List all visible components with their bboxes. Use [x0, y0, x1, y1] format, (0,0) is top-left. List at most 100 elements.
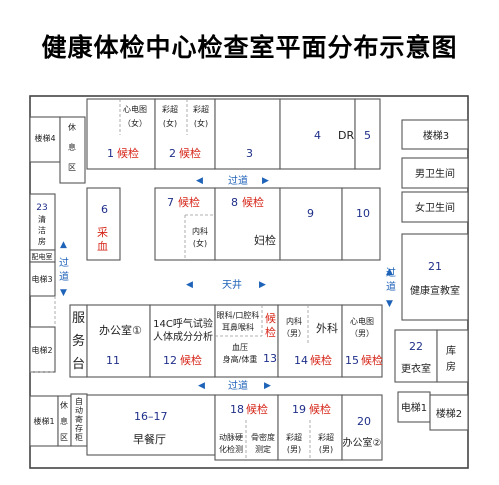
- elevator1-label: 电梯1: [401, 401, 427, 414]
- stairs3-label: 楼梯3: [423, 129, 449, 142]
- room-stairs3: [401, 119, 469, 150]
- atrium-arrow-left: ◀: [186, 280, 193, 290]
- room-2-waiting: 候检: [179, 146, 201, 160]
- stairs1-label: 楼梯1: [33, 416, 54, 426]
- gyn-label: 妇检: [254, 233, 276, 247]
- corridor-left-char1: 过: [59, 256, 69, 269]
- ecg-male-l2: （男）: [350, 329, 374, 338]
- room-23-cleaning: [29, 193, 56, 251]
- cleaning-char3: 房: [38, 236, 46, 246]
- elevator3-label: 电梯3: [31, 274, 52, 284]
- cleaning-char2: 洁: [38, 225, 46, 235]
- lounge-top-char1: 休: [68, 122, 76, 132]
- corridor-left-arrow-up: ▲: [60, 240, 67, 250]
- room-lounge-top: [59, 116, 86, 184]
- corridor-right-char1: 过: [386, 266, 396, 279]
- lounge-top-char3: 区: [68, 163, 76, 172]
- room-14-number: 14: [294, 354, 308, 367]
- us-male2-l2: (男): [319, 445, 333, 454]
- ecg-male-l1: 心电图: [350, 316, 374, 326]
- room-elevator3: [29, 261, 56, 297]
- room-12-waiting: 候检: [180, 353, 202, 367]
- room-16-17-number: 16–17: [134, 410, 168, 423]
- room-15-waiting: 候检: [361, 353, 383, 367]
- room-3: [214, 98, 281, 170]
- room-13-wait-char1: 候: [265, 311, 276, 325]
- corridor-top-arrow-left: ◀: [196, 176, 203, 186]
- room-8-waiting: 候检: [242, 195, 264, 209]
- blood-char1: 采: [97, 226, 108, 239]
- room-20-office2: [341, 394, 383, 461]
- education-label: 健康宣教室: [410, 284, 460, 297]
- room-women-wc: [401, 191, 469, 223]
- service-char1: 服: [72, 311, 85, 326]
- changing-label: 更衣室: [401, 362, 431, 375]
- dr-label: DR: [338, 129, 354, 142]
- elevator2-label: 电梯2: [31, 345, 52, 355]
- room-13-wait-char2: 检: [265, 325, 276, 339]
- ent-label: 耳鼻喉科: [222, 322, 254, 332]
- lounge-bottom-char1: 休: [60, 400, 68, 410]
- room-14: [277, 304, 343, 378]
- room-storage: [436, 329, 469, 383]
- room-1-number: 1: [107, 147, 114, 160]
- page-title: 健康体检中心检查室平面分布示意图: [41, 33, 458, 62]
- room-10-number: 10: [356, 207, 370, 220]
- bone-l2: 测定: [255, 444, 271, 454]
- cleaning-char1: 清: [38, 214, 46, 224]
- room-1: [86, 98, 156, 170]
- ecg-female-l1: 心电图: [123, 104, 147, 114]
- room-stairs4: [29, 116, 61, 163]
- internal-female-l1: 内科: [192, 226, 208, 236]
- us-female2-l1: 彩超: [193, 104, 209, 114]
- room-9-number: 9: [307, 207, 314, 220]
- service-char2: 务: [72, 333, 85, 349]
- arterial-l1: 动脉硬: [219, 432, 243, 442]
- room-19-waiting: 候检: [309, 402, 331, 416]
- us-male1-l2: (男): [287, 445, 301, 454]
- women-wc-label: 女卫生间: [415, 201, 455, 214]
- room-18: [214, 394, 279, 461]
- room-11-office1: [86, 304, 151, 378]
- internal-male-l1: 内科: [286, 316, 302, 326]
- room-19-number: 19: [292, 403, 306, 416]
- atrium-label: 天井: [222, 278, 242, 291]
- room-2-number: 2: [169, 147, 176, 160]
- blood-char2: 血: [97, 239, 108, 253]
- room-8: [214, 187, 281, 261]
- storage-char2: 房: [446, 360, 456, 373]
- us-female1-l1: 彩超: [162, 104, 178, 114]
- room-men-wc: [401, 157, 469, 189]
- corridor-top-arrow-right: ▶: [262, 176, 269, 186]
- breath-test-label: 14C呼气试验: [153, 317, 213, 330]
- room-8-number: 8: [231, 196, 238, 209]
- room-16-17-breakfast: [86, 394, 216, 456]
- room-23-number: 23: [36, 203, 47, 213]
- corridor-right-arrow-up: ▲: [386, 267, 393, 277]
- room-11-number: 11: [106, 354, 120, 367]
- room-12: [149, 304, 216, 378]
- corridor-bottom-arrow-right: ▶: [264, 381, 271, 391]
- room-18-number: 18: [230, 403, 244, 416]
- storage-char1: 库: [446, 344, 456, 357]
- office1-label: 办公室①: [99, 323, 142, 337]
- room-2: [154, 98, 216, 170]
- room-15-number: 15: [345, 354, 359, 367]
- locker-char1: 自: [75, 396, 83, 406]
- room-14-waiting: 候检: [310, 353, 332, 367]
- corridor-bottom-label: 过道: [228, 379, 248, 392]
- room-7-waiting: 候检: [178, 195, 200, 209]
- room-15: [341, 304, 383, 378]
- room-9: [279, 187, 343, 261]
- room-1-waiting: 候检: [117, 146, 139, 160]
- corridor-left-arrow-down: ▼: [60, 288, 67, 298]
- room-12-number: 12: [163, 354, 177, 367]
- locker-char3: 寄: [75, 414, 83, 424]
- stairs4-label: 楼梯4: [34, 133, 55, 143]
- locker-char5: 柜: [75, 432, 83, 442]
- room-6-blood: [86, 187, 121, 261]
- room-13: [214, 304, 279, 378]
- room-5: [354, 98, 381, 170]
- bp-label: 血压: [232, 342, 248, 352]
